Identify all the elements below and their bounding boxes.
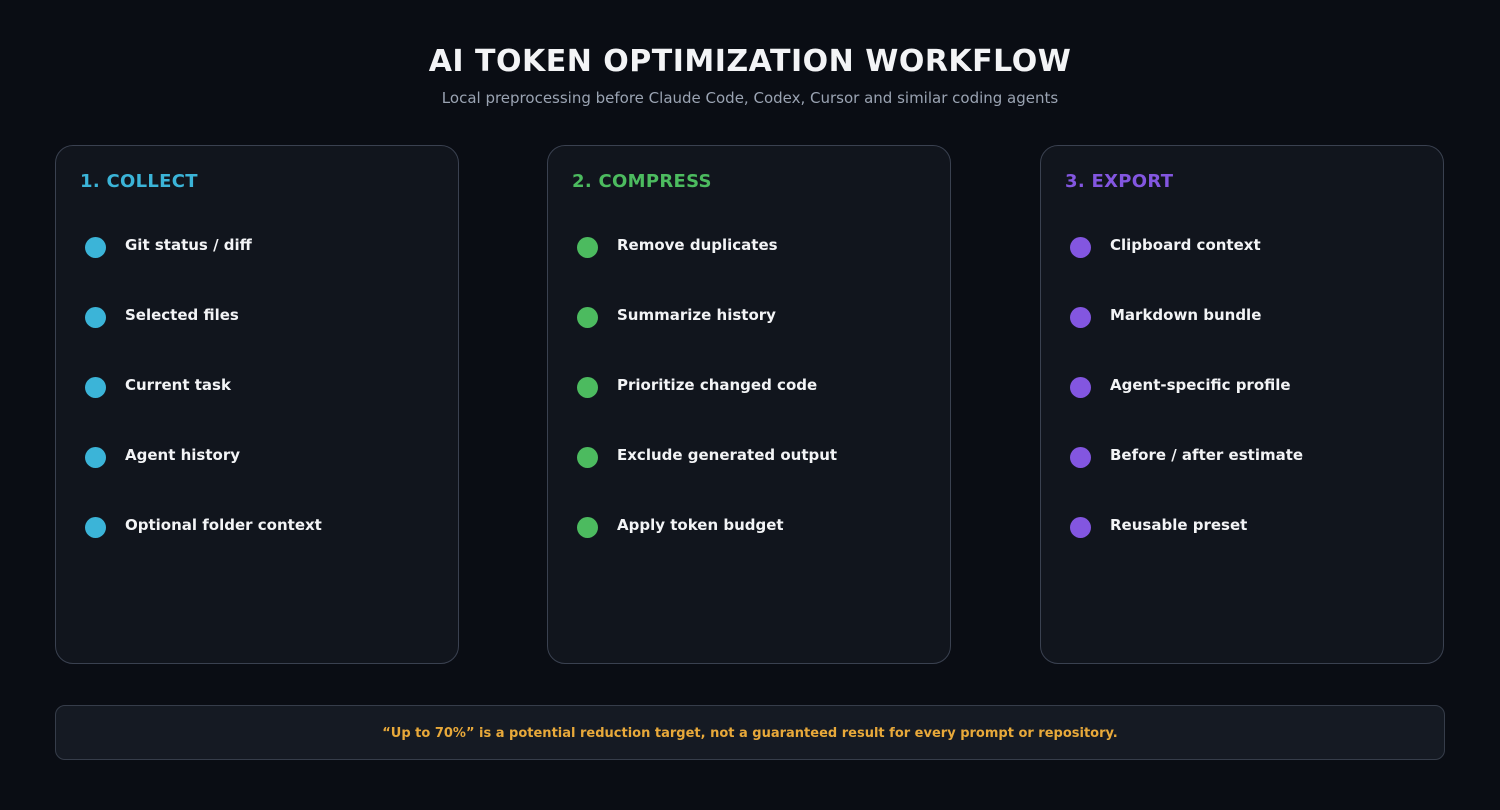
list-item: Current task	[56, 374, 458, 444]
item-label: Prioritize changed code	[617, 376, 818, 394]
bullet-dot-icon	[85, 237, 106, 258]
item-label: Selected files	[125, 306, 239, 324]
bullet-dot-icon	[577, 307, 598, 328]
list-item: Reusable preset	[1041, 514, 1443, 584]
list-item: Clipboard context	[1041, 234, 1443, 304]
bullet-dot-icon	[1070, 307, 1091, 328]
page-subtitle: Local preprocessing before Claude Code, …	[441, 89, 1059, 107]
compress-panel: 2. COMPRESS Remove duplicates Summarize …	[547, 145, 951, 664]
collect-panel: 1. COLLECT Git status / diff Selected fi…	[55, 145, 459, 664]
collect-heading: 1. COLLECT	[80, 171, 198, 192]
item-label: Git status / diff	[125, 236, 252, 254]
list-item: Markdown bundle	[1041, 304, 1443, 374]
bullet-dot-icon	[577, 447, 598, 468]
item-label: Current task	[125, 376, 231, 394]
list-item: Selected files	[56, 304, 458, 374]
bullet-dot-icon	[1070, 517, 1091, 538]
list-item: Summarize history	[548, 304, 950, 374]
list-item: Remove duplicates	[548, 234, 950, 304]
bullet-dot-icon	[577, 237, 598, 258]
list-item: Optional folder context	[56, 514, 458, 584]
item-label: Before / after estimate	[1110, 446, 1304, 464]
item-label: Remove duplicates	[617, 236, 778, 254]
bullet-dot-icon	[1070, 377, 1091, 398]
item-label: Agent-specific profile	[1110, 376, 1291, 394]
item-label: Summarize history	[617, 306, 776, 324]
bullet-dot-icon	[85, 447, 106, 468]
list-item: Exclude generated output	[548, 444, 950, 514]
export-panel: 3. EXPORT Clipboard context Markdown bun…	[1040, 145, 1444, 664]
item-label: Markdown bundle	[1110, 306, 1262, 324]
item-label: Clipboard context	[1110, 236, 1261, 254]
export-items: Clipboard context Markdown bundle Agent-…	[1041, 234, 1443, 584]
item-label: Apply token budget	[617, 516, 784, 534]
disclaimer-box: “Up to 70%” is a potential reduction tar…	[55, 705, 1445, 760]
list-item: Prioritize changed code	[548, 374, 950, 444]
export-heading: 3. EXPORT	[1065, 171, 1174, 192]
list-item: Agent-specific profile	[1041, 374, 1443, 444]
item-label: Agent history	[125, 446, 240, 464]
bullet-dot-icon	[577, 377, 598, 398]
item-label: Exclude generated output	[617, 446, 838, 464]
compress-items: Remove duplicates Summarize history Prio…	[548, 234, 950, 584]
page-title: AI TOKEN OPTIMIZATION WORKFLOW	[428, 44, 1072, 79]
bullet-dot-icon	[1070, 237, 1091, 258]
bullet-dot-icon	[85, 517, 106, 538]
list-item: Agent history	[56, 444, 458, 514]
item-label: Reusable preset	[1110, 516, 1248, 534]
collect-items: Git status / diff Selected files Current…	[56, 234, 458, 584]
bullet-dot-icon	[1070, 447, 1091, 468]
list-item: Before / after estimate	[1041, 444, 1443, 514]
bullet-dot-icon	[85, 307, 106, 328]
bullet-dot-icon	[577, 517, 598, 538]
bullet-dot-icon	[85, 377, 106, 398]
item-label: Optional folder context	[125, 516, 322, 534]
disclaimer-text: “Up to 70%” is a potential reduction tar…	[382, 726, 1118, 741]
list-item: Apply token budget	[548, 514, 950, 584]
list-item: Git status / diff	[56, 234, 458, 304]
compress-heading: 2. COMPRESS	[572, 171, 712, 192]
